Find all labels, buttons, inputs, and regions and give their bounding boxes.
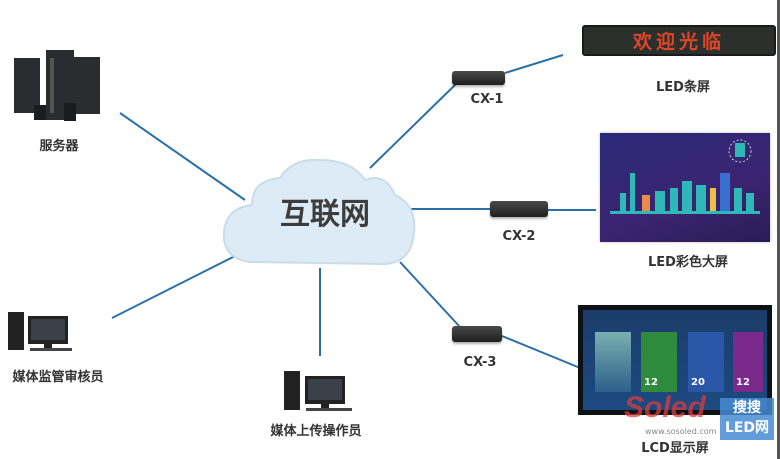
line-cx1-ledbar — [504, 54, 564, 74]
controller-label-cx1: CX-1 — [470, 92, 504, 107]
watermark-badge-top: 搜搜 — [733, 400, 761, 416]
controller-box-cx2 — [490, 201, 548, 217]
led-color-label: LED彩色大屏 — [648, 255, 728, 270]
line-cx3 — [399, 261, 461, 328]
tv-tile-number: 20 — [691, 377, 705, 388]
computer-icon-uploader — [284, 371, 352, 411]
controller-label-cx3: CX-3 — [463, 355, 497, 370]
computer-icon-reviewer — [8, 312, 72, 351]
reviewer-label: 媒体监管审核员 — [12, 370, 104, 385]
internet-label: 互联网 — [280, 197, 370, 232]
tv-tile: 12 — [733, 332, 763, 392]
controller-label-cx2: CX-2 — [502, 229, 536, 244]
led-bar-display: 欢迎光临 — [582, 25, 776, 56]
controller-box-cx1 — [452, 71, 505, 85]
watermark-badge: 搜搜 LED网 — [720, 398, 774, 440]
line-cx1 — [369, 83, 457, 169]
watermark-badge-bottom: LED网 — [724, 420, 770, 436]
cloud-icon — [222, 158, 416, 266]
uploader-label: 媒体上传操作员 — [270, 424, 362, 439]
line-cx3-lcd — [501, 335, 591, 373]
led-color-screen — [600, 133, 770, 242]
lcd-display: 12 20 12 — [578, 305, 772, 415]
city-skyline-image — [610, 139, 760, 214]
tv-tile — [595, 332, 631, 392]
led-bar-label: LED条屏 — [656, 80, 710, 95]
tv-tile: 20 — [688, 332, 724, 392]
lcd-label: LCD显示屏 — [641, 441, 709, 456]
tv-tile: 12 — [641, 332, 677, 392]
tv-tile-number: 12 — [644, 377, 658, 388]
lcd-screen: 12 20 12 — [583, 310, 767, 410]
server-label: 服务器 — [39, 139, 79, 154]
right-border — [777, 0, 780, 459]
controller-box-cx3 — [452, 326, 502, 342]
tv-tile-number: 12 — [736, 377, 750, 388]
watermark-url: www.sosoled.com — [645, 427, 717, 436]
line-server — [119, 112, 246, 201]
line-reviewer — [111, 255, 236, 319]
server-icon — [14, 50, 100, 121]
watermark-logo: Soled — [624, 391, 706, 424]
